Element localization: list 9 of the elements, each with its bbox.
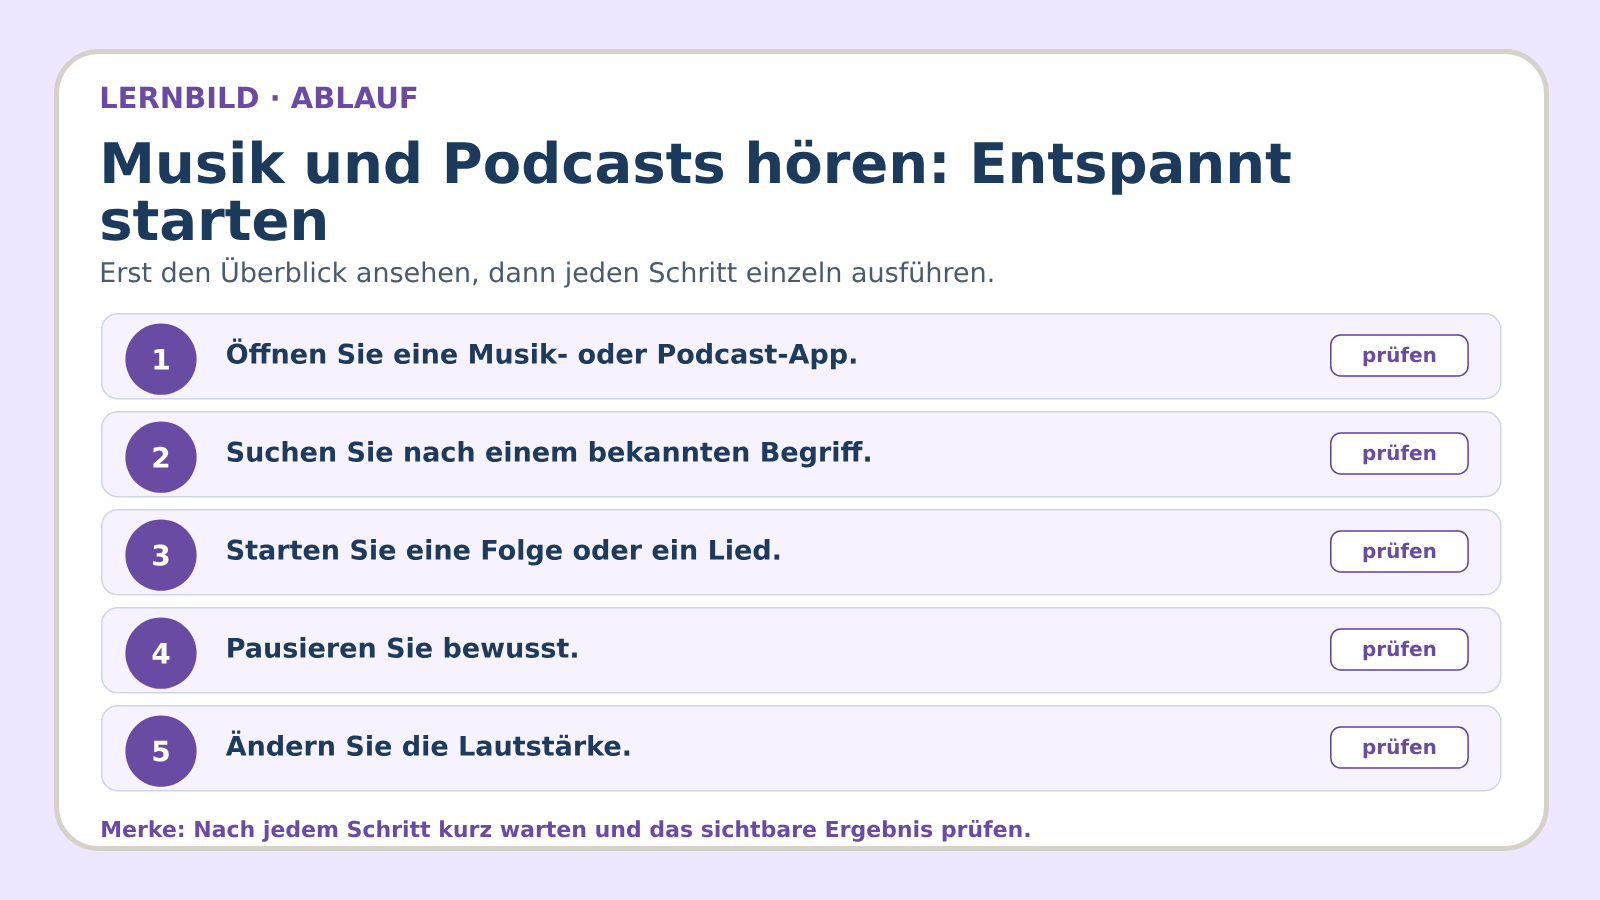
subtitle: Erst den Überblick ansehen, dann jeden Schritt einzeln ausführen. [101, 257, 993, 288]
check-button: prüfen [1330, 726, 1469, 769]
check-button: prüfen [1330, 628, 1469, 671]
title: Musik und Podcasts hören: Entspannt starten [102, 139, 1291, 241]
kicker-label: LERNBILD · ABLAUF [101, 86, 417, 109]
check-button: prüfen [1330, 432, 1469, 475]
check-button: prüfen [1330, 334, 1469, 377]
check-button: prüfen [1330, 530, 1469, 573]
note-text: Merke: Nach jedem Schritt kurz warten und das sichtbare Ergebnis prüfen. [102, 820, 1030, 842]
